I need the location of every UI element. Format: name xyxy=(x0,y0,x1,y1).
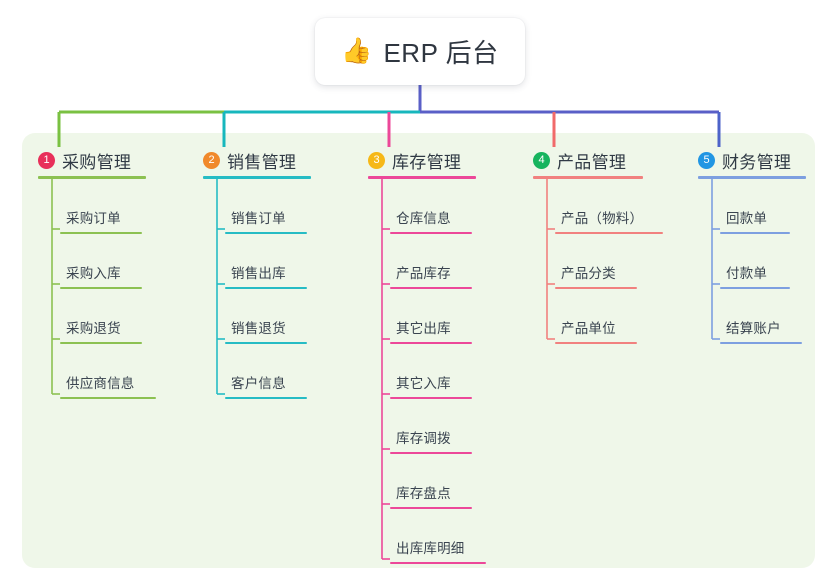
leaf-item[interactable]: 仓库信息 xyxy=(390,207,472,234)
leaf-item-underline xyxy=(225,232,307,234)
leaf-item-label: 产品单位 xyxy=(561,321,616,336)
leaf-item-underline xyxy=(225,342,307,344)
leaf-item-label: 其它入库 xyxy=(396,376,451,391)
leaf-item-underline xyxy=(60,342,142,344)
leaf-item-underline xyxy=(390,562,486,564)
leaf-item-underline xyxy=(390,397,472,399)
column-header-2[interactable]: 2 销售管理 xyxy=(203,148,296,173)
leaf-item-underline xyxy=(720,342,802,344)
leaf-item-label: 客户信息 xyxy=(231,376,286,391)
root-node[interactable]: 👍 ERP 后台 xyxy=(315,18,525,85)
leaf-item-underline xyxy=(390,287,472,289)
leaf-item[interactable]: 产品分类 xyxy=(555,262,637,289)
column-header-1[interactable]: 1 采购管理 xyxy=(38,148,131,173)
leaf-item-label: 其它出库 xyxy=(396,321,451,336)
leaf-item[interactable]: 其它出库 xyxy=(390,317,472,344)
leaf-item-underline xyxy=(225,287,307,289)
leaf-item-underline xyxy=(720,232,790,234)
column-badge-1: 1 xyxy=(38,152,55,169)
leaf-item[interactable]: 产品单位 xyxy=(555,317,637,344)
leaf-item-underline xyxy=(390,232,472,234)
column-underline-4 xyxy=(533,176,643,179)
leaf-item[interactable]: 销售订单 xyxy=(225,207,307,234)
column-badge-3: 3 xyxy=(368,152,385,169)
leaf-item-underline xyxy=(390,452,472,454)
leaf-item[interactable]: 其它入库 xyxy=(390,372,472,399)
column-title-5: 财务管理 xyxy=(722,153,792,172)
column-underline-3 xyxy=(368,176,476,179)
leaf-item[interactable]: 结算账户 xyxy=(720,317,802,344)
leaf-item[interactable]: 出库库明细 xyxy=(390,537,486,564)
leaf-item[interactable]: 采购订单 xyxy=(60,207,142,234)
leaf-item-label: 仓库信息 xyxy=(396,211,451,226)
leaf-item-label: 回款单 xyxy=(726,211,768,226)
leaf-item[interactable]: 回款单 xyxy=(720,207,790,234)
leaf-item-label: 产品（物料） xyxy=(561,211,644,226)
leaf-item-underline xyxy=(555,287,637,289)
leaf-item[interactable]: 供应商信息 xyxy=(60,372,156,399)
leaf-item[interactable]: 客户信息 xyxy=(225,372,307,399)
leaf-item-underline xyxy=(390,507,472,509)
leaf-item-underline xyxy=(60,287,142,289)
leaf-item-label: 采购订单 xyxy=(66,211,121,226)
leaf-item-label: 供应商信息 xyxy=(66,376,135,391)
leaf-item-underline xyxy=(555,342,637,344)
leaf-item[interactable]: 销售退货 xyxy=(225,317,307,344)
column-header-4[interactable]: 4 产品管理 xyxy=(533,148,626,173)
leaf-item[interactable]: 销售出库 xyxy=(225,262,307,289)
leaf-item[interactable]: 产品（物料） xyxy=(555,207,663,234)
leaf-item-label: 产品分类 xyxy=(561,266,616,281)
leaf-item[interactable]: 库存调拨 xyxy=(390,427,472,454)
column-title-4: 产品管理 xyxy=(557,153,627,172)
leaf-item-label: 出库库明细 xyxy=(396,541,465,556)
column-header-3[interactable]: 3 库存管理 xyxy=(368,148,461,173)
leaf-item[interactable]: 付款单 xyxy=(720,262,790,289)
leaf-item-underline xyxy=(390,342,472,344)
leaf-item[interactable]: 产品库存 xyxy=(390,262,472,289)
root-node-title: ERP 后台 xyxy=(383,38,499,68)
leaf-item-underline xyxy=(225,397,307,399)
column-underline-2 xyxy=(203,176,311,179)
leaf-item-label: 销售退货 xyxy=(231,321,286,336)
diagram-panel-background xyxy=(22,133,815,568)
leaf-item-label: 销售订单 xyxy=(231,211,286,226)
leaf-item-underline xyxy=(60,397,156,399)
leaf-item-label: 采购入库 xyxy=(66,266,121,281)
leaf-item-label: 结算账户 xyxy=(726,321,781,336)
leaf-item-underline xyxy=(60,232,142,234)
leaf-item-label: 产品库存 xyxy=(396,266,451,281)
column-title-3: 库存管理 xyxy=(392,153,462,172)
column-badge-4: 4 xyxy=(533,152,550,169)
leaf-item[interactable]: 库存盘点 xyxy=(390,482,472,509)
leaf-item[interactable]: 采购退货 xyxy=(60,317,142,344)
column-badge-5: 5 xyxy=(698,152,715,169)
column-title-1: 采购管理 xyxy=(62,153,132,172)
leaf-item-label: 库存调拨 xyxy=(396,431,451,446)
column-title-2: 销售管理 xyxy=(227,153,297,172)
leaf-item-label: 采购退货 xyxy=(66,321,121,336)
column-underline-1 xyxy=(38,176,146,179)
column-underline-5 xyxy=(698,176,806,179)
column-header-5[interactable]: 5 财务管理 xyxy=(698,148,791,173)
leaf-item-underline xyxy=(555,232,663,234)
column-badge-2: 2 xyxy=(203,152,220,169)
leaf-item-label: 库存盘点 xyxy=(396,486,451,501)
leaf-item-underline xyxy=(720,287,790,289)
leaf-item-label: 付款单 xyxy=(726,266,768,281)
leaf-item-label: 销售出库 xyxy=(231,266,286,281)
thumbs-up-icon: 👍 xyxy=(341,37,373,65)
leaf-item[interactable]: 采购入库 xyxy=(60,262,142,289)
